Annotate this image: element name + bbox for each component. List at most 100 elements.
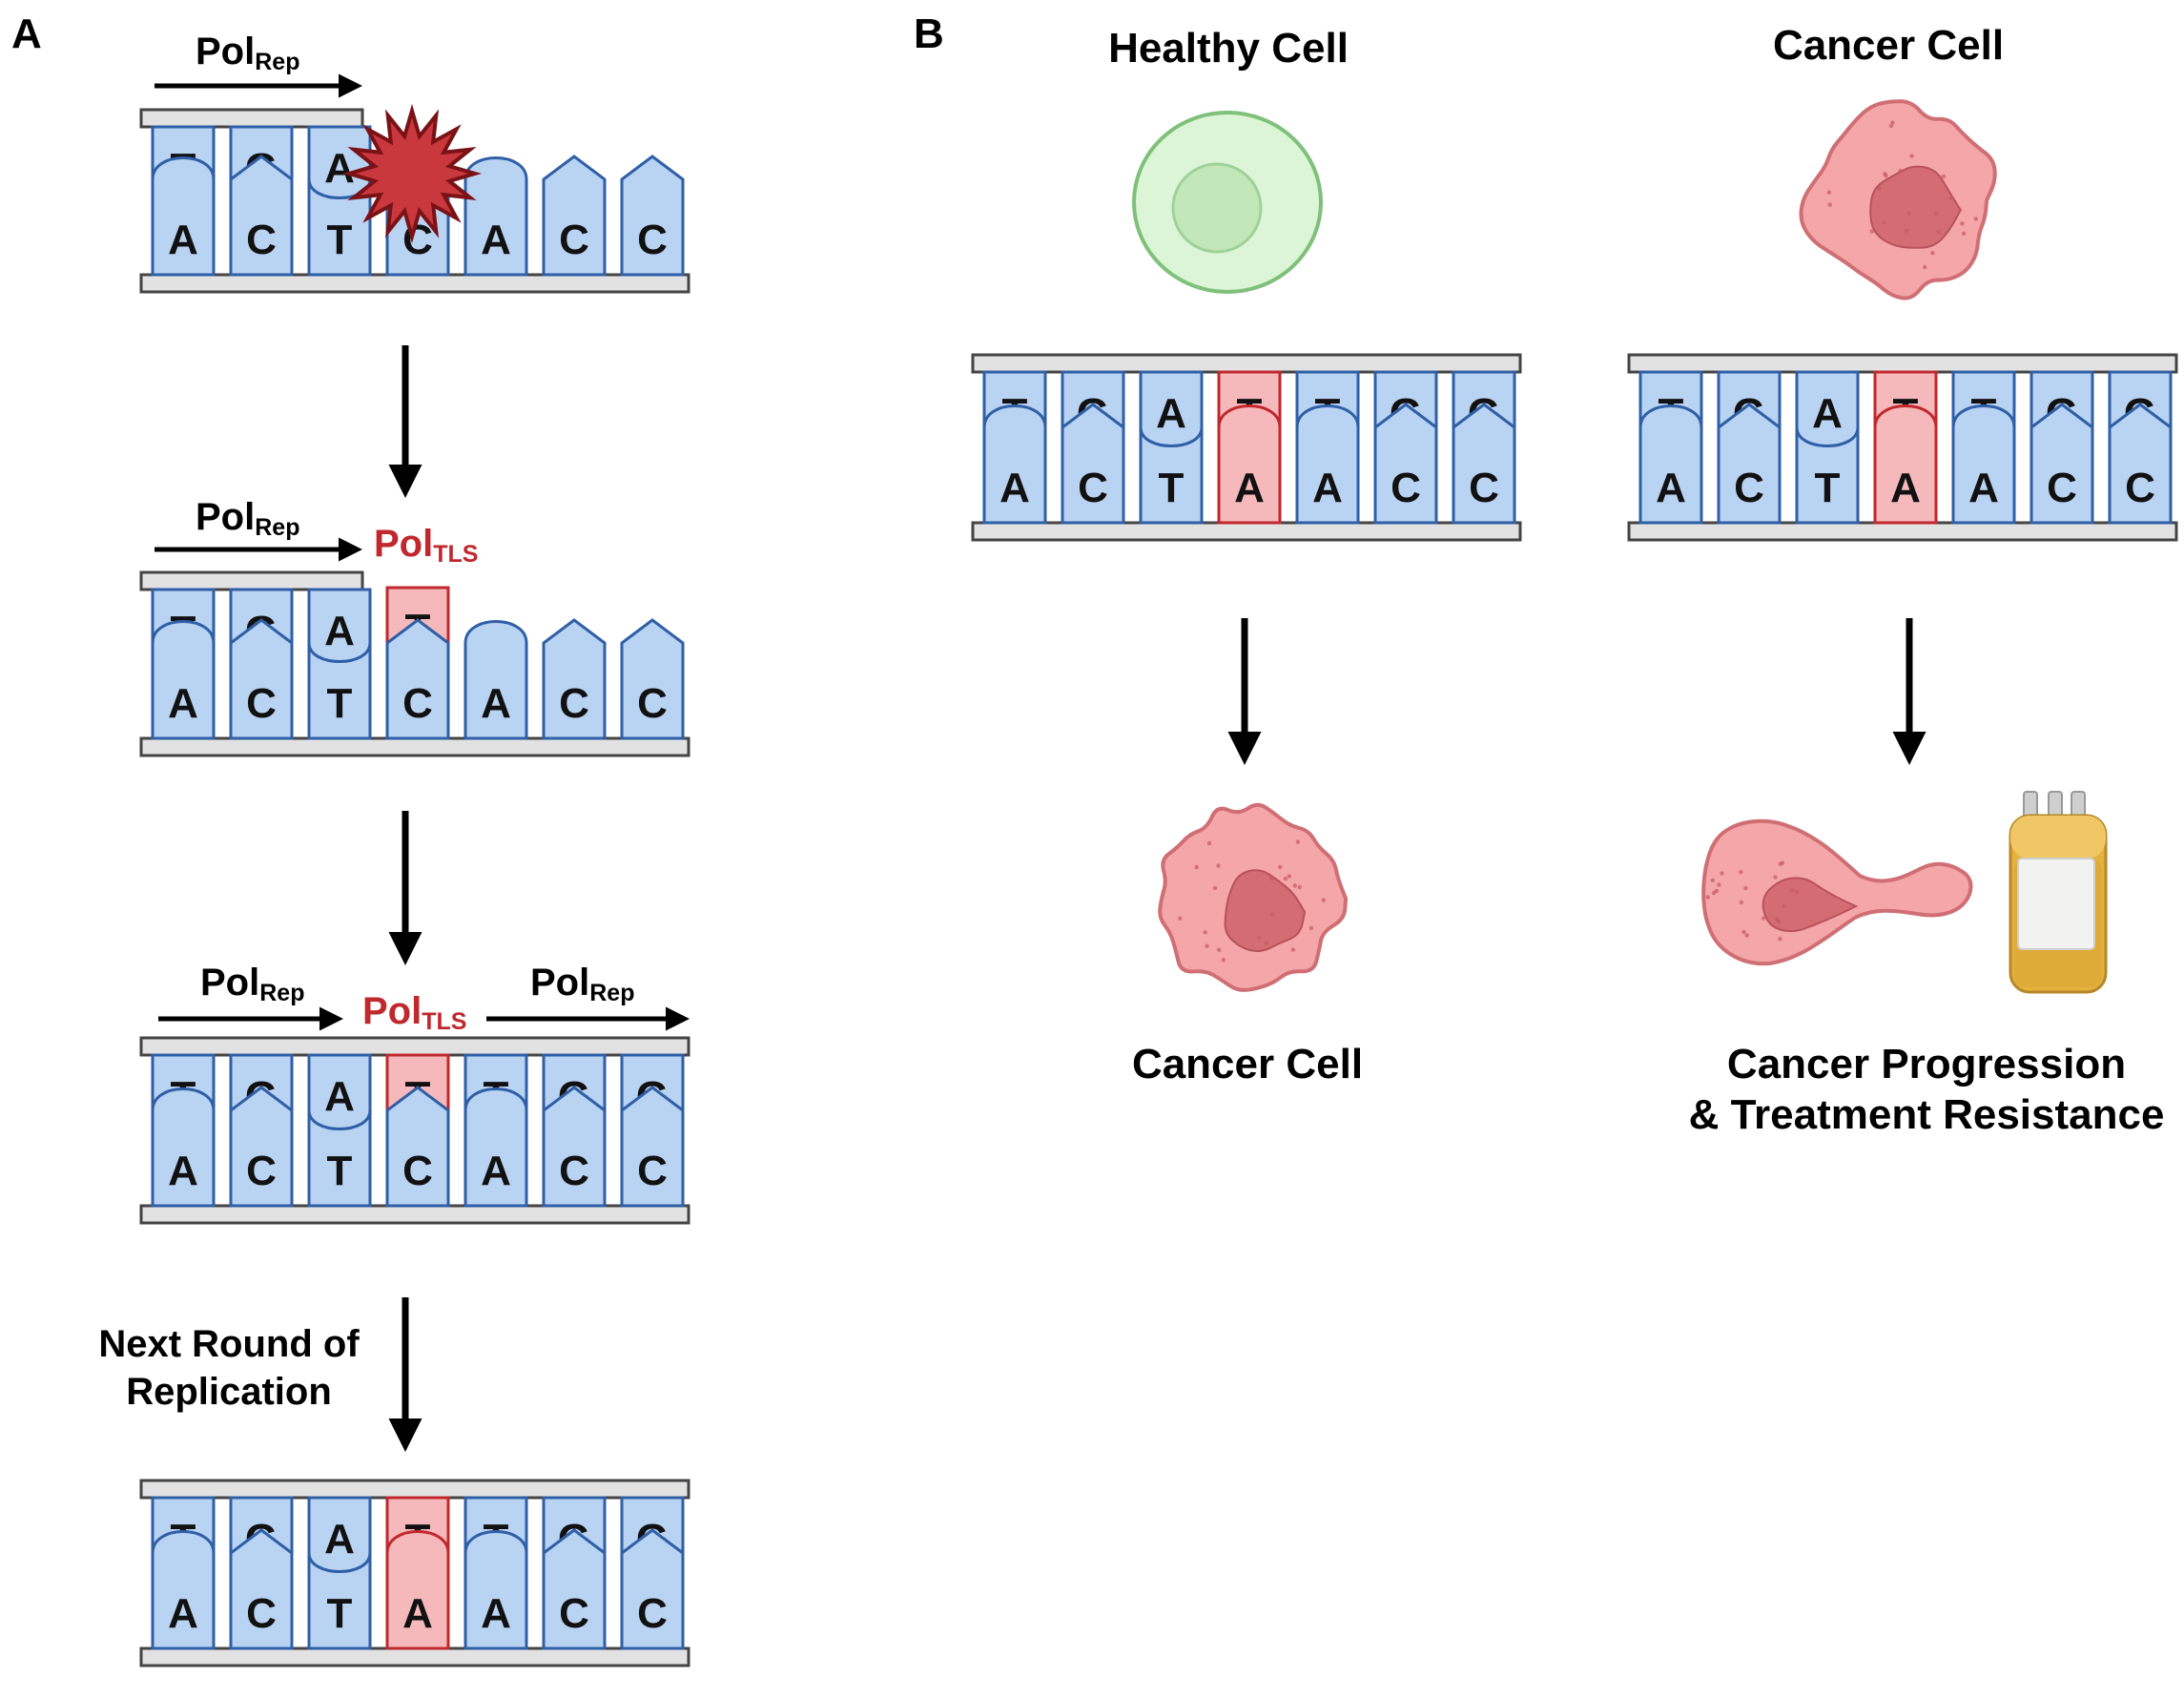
base-letter: C bbox=[246, 1148, 277, 1194]
base-letter: C bbox=[559, 1590, 589, 1637]
base-block bbox=[385, 618, 450, 740]
backbone bbox=[139, 1204, 690, 1225]
cancer-cell-title: Cancer Cell bbox=[1773, 22, 2004, 69]
step3-polrep-right-label: PolRep bbox=[530, 962, 634, 1006]
speckle bbox=[1216, 863, 1221, 868]
base-letter: C bbox=[2047, 465, 2077, 511]
panel-b-label: B bbox=[914, 10, 944, 57]
dna-lesion-icon bbox=[341, 103, 483, 244]
base-letter: C bbox=[402, 1148, 433, 1194]
base-block bbox=[151, 1087, 216, 1208]
speckle bbox=[1714, 888, 1720, 894]
base-block bbox=[229, 618, 294, 740]
speckle bbox=[1269, 876, 1274, 881]
base-block bbox=[542, 1086, 607, 1208]
base-letter: T bbox=[1159, 465, 1185, 511]
base-letter: A bbox=[1656, 465, 1686, 511]
base-letter: A bbox=[481, 680, 511, 727]
speckle bbox=[1773, 875, 1778, 880]
base-letter: A bbox=[168, 680, 198, 727]
base-block bbox=[1717, 403, 1782, 525]
base-block bbox=[151, 156, 216, 277]
speckle bbox=[1290, 947, 1296, 952]
speckle bbox=[1782, 903, 1786, 908]
base-block bbox=[1951, 404, 2016, 525]
step1-polrep-label: PolRep bbox=[196, 31, 299, 75]
base-block bbox=[2108, 403, 2173, 525]
speckle bbox=[1827, 202, 1832, 207]
backbone bbox=[139, 108, 364, 129]
speckle bbox=[1217, 947, 1222, 952]
next-round-label-line2: Replication bbox=[126, 1371, 332, 1413]
base-block bbox=[542, 618, 607, 740]
speckle bbox=[1710, 878, 1716, 882]
base-letter: A bbox=[324, 1516, 355, 1563]
backbone bbox=[139, 273, 690, 294]
healthy-cell-title: Healthy Cell bbox=[1108, 25, 1349, 72]
next-round-label-line1: Next Round of bbox=[98, 1323, 360, 1365]
speckle bbox=[1883, 172, 1887, 176]
speckle bbox=[1933, 211, 1939, 216]
base-letter: A bbox=[999, 465, 1030, 511]
backbone bbox=[139, 736, 690, 757]
base-letter: A bbox=[1890, 465, 1921, 511]
migrating-cell-speckles bbox=[1705, 860, 1800, 942]
speckle bbox=[1297, 884, 1302, 890]
iv-drug-bag-icon bbox=[2009, 791, 2108, 994]
base-block bbox=[542, 1528, 607, 1650]
backbone bbox=[971, 521, 1522, 542]
speckle bbox=[1744, 933, 1750, 938]
speckle bbox=[1794, 889, 1800, 895]
base-letter: C bbox=[1734, 465, 1764, 511]
base-block bbox=[1795, 426, 1860, 525]
base-letter: C bbox=[637, 1148, 668, 1194]
base-letter: A bbox=[1312, 465, 1343, 511]
base-block bbox=[1295, 404, 1360, 525]
base-block bbox=[2029, 403, 2094, 525]
cancer-cell-top-speckles bbox=[1826, 120, 1978, 270]
migrating-cancer-cell-icon bbox=[1701, 818, 1973, 966]
speckle bbox=[1308, 925, 1314, 931]
step3-poltls-label: PolTLS bbox=[362, 990, 466, 1035]
base-letter: A bbox=[168, 217, 198, 263]
step3-polrep-left-label: PolRep bbox=[200, 962, 304, 1006]
speckle bbox=[1741, 929, 1746, 935]
base-block bbox=[1452, 403, 1516, 525]
speckle bbox=[1206, 840, 1212, 846]
base-letter: C bbox=[637, 680, 668, 727]
speckle bbox=[1277, 864, 1283, 870]
speckle bbox=[1898, 169, 1903, 174]
healthy-cell-icon bbox=[1132, 111, 1323, 294]
speckle bbox=[1948, 196, 1954, 201]
base-letter: C bbox=[246, 680, 277, 727]
base-letter: C bbox=[637, 1590, 668, 1637]
step2-polrep-label: PolRep bbox=[196, 496, 299, 541]
speckle bbox=[1906, 211, 1911, 216]
speckle bbox=[1973, 217, 1978, 221]
speckle bbox=[1869, 229, 1874, 234]
base-block bbox=[151, 1530, 216, 1650]
base-letter: A bbox=[481, 217, 511, 263]
base-block bbox=[1139, 426, 1204, 525]
speckle bbox=[1789, 888, 1795, 893]
base-letter: C bbox=[559, 1148, 589, 1194]
progression-label-line2: & Treatment Resistance bbox=[1689, 1091, 2165, 1138]
speckle bbox=[1905, 228, 1909, 234]
base-letter: T bbox=[1815, 465, 1841, 511]
base-block bbox=[229, 1086, 294, 1208]
speckle bbox=[1212, 885, 1218, 891]
speckle bbox=[1264, 941, 1268, 946]
backbone bbox=[139, 1479, 690, 1500]
speckle bbox=[1717, 882, 1721, 887]
base-block bbox=[620, 1086, 685, 1208]
base-letter: A bbox=[168, 1590, 198, 1637]
base-block bbox=[151, 620, 216, 740]
